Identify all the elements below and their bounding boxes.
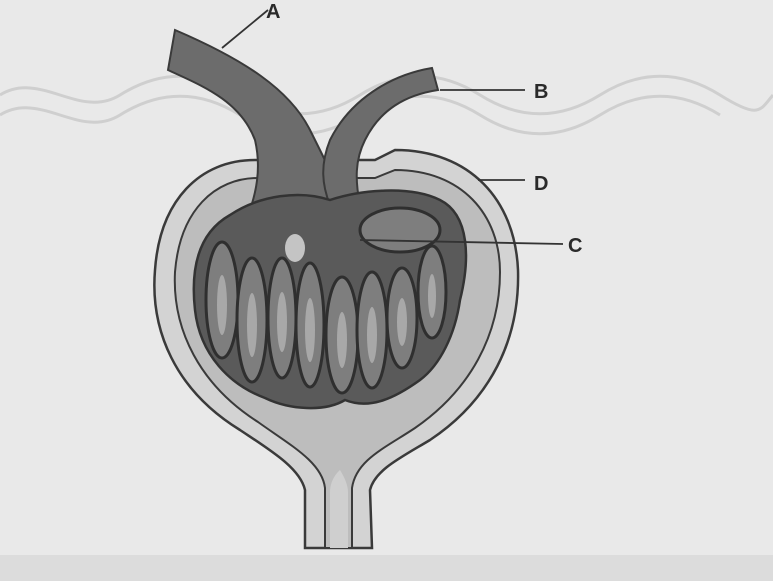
label-b: B	[534, 81, 548, 103]
label-a: A	[266, 1, 280, 23]
bottom-bleed-band	[0, 555, 773, 581]
tubule-lumen	[330, 470, 348, 548]
label-d: D	[534, 173, 548, 195]
label-c: C	[568, 235, 582, 257]
capillary-loop	[360, 208, 440, 252]
glomerulus	[194, 191, 466, 409]
leader-line-a	[222, 10, 268, 48]
